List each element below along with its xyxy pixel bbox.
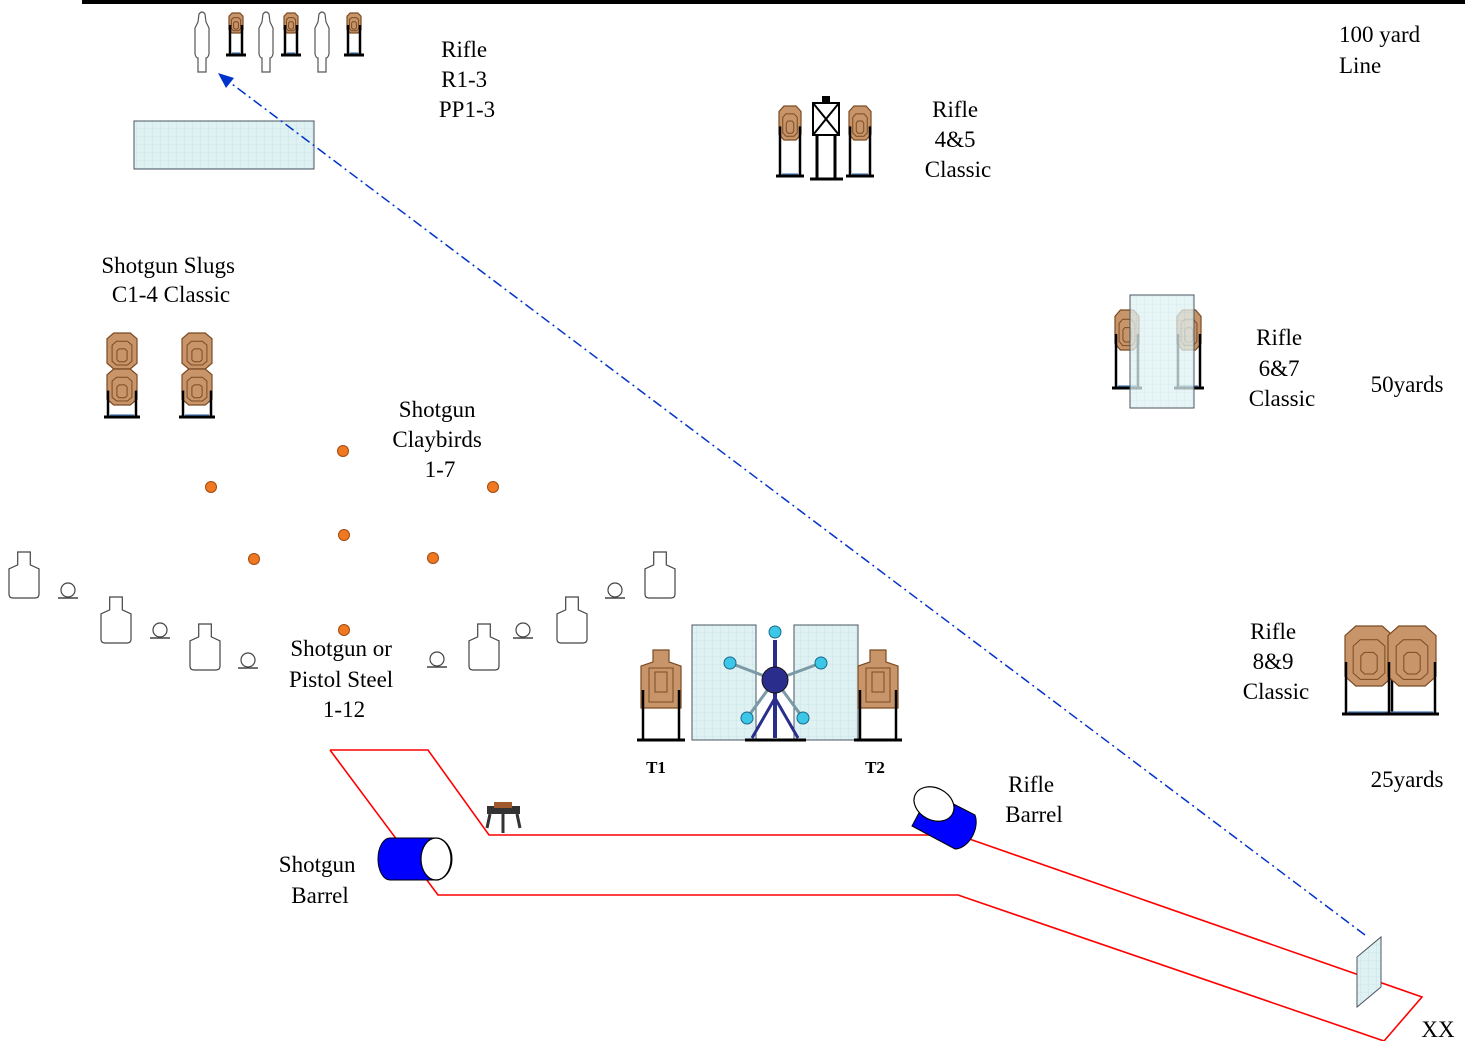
label-shotgun-slugs: Shotgun Slugs C1-4 Classic xyxy=(101,253,240,307)
steel-plate xyxy=(58,582,78,599)
steel-plate xyxy=(605,582,625,599)
shotgun-slug-targets xyxy=(104,332,215,419)
rifle-r1-3-targets xyxy=(194,11,364,73)
steel-targets xyxy=(8,551,676,671)
rifle-target xyxy=(846,105,874,178)
label-25-yards: 25yards xyxy=(1371,767,1444,792)
plate-tree xyxy=(723,625,828,742)
hardcover-panel xyxy=(1129,294,1195,409)
shotgun-barrel-icon xyxy=(377,837,453,881)
tall-target xyxy=(637,649,685,742)
pp-target xyxy=(314,11,330,73)
rifle-target xyxy=(344,12,364,57)
table-icon xyxy=(485,802,522,833)
tall-target xyxy=(854,649,902,742)
steel-silhouette xyxy=(556,596,588,644)
claybird-dot xyxy=(338,529,350,541)
steel-silhouette xyxy=(644,551,676,599)
steel-silhouette xyxy=(468,623,500,671)
pp-target xyxy=(194,11,210,73)
steel-silhouette xyxy=(100,596,132,644)
claybird-dot xyxy=(337,445,349,457)
rifle-4-5-targets xyxy=(776,96,874,181)
shooting-panel-top xyxy=(133,120,315,170)
slug-target xyxy=(179,368,215,419)
label-shotgun-claybirds: Shotgun Claybirds 1-7 xyxy=(392,397,487,482)
label-rifle-4-5: Rifle 4&5 Classic xyxy=(925,97,991,182)
claybird-dot xyxy=(338,624,350,636)
rifle-barrel-icon xyxy=(911,786,977,850)
steel-plate xyxy=(427,651,447,668)
t1-target xyxy=(637,649,685,742)
t2-target xyxy=(854,649,902,742)
tree-plate xyxy=(768,625,782,639)
tree-plate xyxy=(796,711,810,725)
label-100-yard-line: 100 yard Line xyxy=(1339,22,1426,78)
claybird-dot xyxy=(205,481,217,493)
label-rifle-r1-3: Rifle R1-3 PP1-3 xyxy=(439,37,495,122)
rifle-target xyxy=(1385,625,1439,716)
label-rifle-6-7: Rifle 6&7 Classic xyxy=(1249,325,1315,411)
label-rifle-8-9: Rifle 8&9 Classic xyxy=(1243,619,1309,704)
slug-target xyxy=(104,368,140,419)
label-xx: XX xyxy=(1421,1017,1455,1041)
sight-line xyxy=(223,77,1366,936)
steel-silhouette xyxy=(8,551,40,599)
label-t1: T1 xyxy=(646,758,666,777)
label-shotgun-barrel: Shotgun Barrel xyxy=(279,852,361,908)
slug-target xyxy=(181,332,213,370)
claybird-dot xyxy=(487,481,499,493)
start-panel xyxy=(1356,935,1382,1009)
label-steel: Shotgun or Pistol Steel 1-12 xyxy=(289,636,399,722)
claybird-dot xyxy=(427,552,439,564)
steel-silhouette xyxy=(189,623,221,671)
movement-path-lower xyxy=(329,749,1385,1041)
rifle-6-7-targets xyxy=(1112,294,1204,409)
tree-plate xyxy=(814,656,828,670)
tree-leg xyxy=(773,697,800,739)
tree-plate xyxy=(740,711,754,725)
steel-plate xyxy=(513,622,533,639)
no-shoot-frame xyxy=(810,96,843,181)
movement-path xyxy=(330,749,1424,1041)
label-50-yards: 50yards xyxy=(1371,372,1444,397)
rifle-target xyxy=(1342,625,1396,716)
rifle-target xyxy=(281,12,301,57)
sight-line-arrowhead xyxy=(218,73,234,88)
tree-plate xyxy=(723,656,737,670)
rifle-8-9-targets xyxy=(1342,625,1439,716)
tree-hub xyxy=(761,666,789,694)
rifle-target xyxy=(776,105,804,178)
claybird-dot xyxy=(248,553,260,565)
tree-leg xyxy=(750,697,777,739)
pp-target xyxy=(258,11,274,73)
claybird-dots xyxy=(205,445,499,636)
label-t2: T2 xyxy=(865,758,885,777)
top-line xyxy=(82,0,1465,4)
rifle-target xyxy=(226,12,246,57)
label-rifle-barrel: Rifle Barrel xyxy=(1005,772,1062,827)
steel-plate xyxy=(238,652,258,669)
steel-plate xyxy=(150,622,170,639)
slug-target xyxy=(106,332,138,370)
